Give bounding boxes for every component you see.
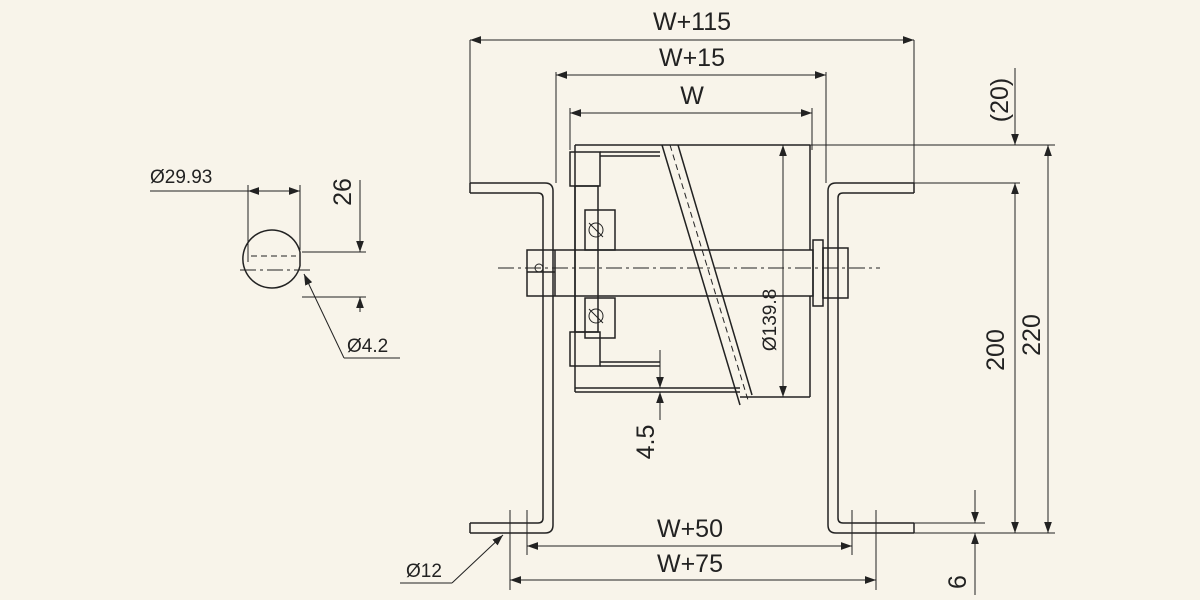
- dim-label-4-5: 4.5: [632, 425, 660, 460]
- dim-label-dia-4-2: Ø4.2: [347, 336, 388, 357]
- dimension-labels: W+115 W+15 W W+50 W+75 (20) 200 220 6 4.…: [150, 8, 1046, 589]
- dim-label-w-plus-75: W+75: [657, 550, 723, 578]
- dim-label-dia-139-8: Ø139.8: [760, 289, 781, 351]
- dim-label-w-plus-115: W+115: [653, 8, 731, 36]
- roller-assembly: [469, 144, 915, 534]
- dim-label-20: (20): [986, 78, 1014, 122]
- dim-label-6: 6: [944, 575, 972, 589]
- dimension-lines: [400, 36, 1055, 595]
- dim-label-w-plus-50: W+50: [657, 515, 723, 543]
- dim-label-dia-29-93: Ø29.93: [150, 167, 212, 188]
- dim-label-220: 220: [1018, 314, 1046, 356]
- dim-label-w: W: [680, 82, 704, 110]
- dim-label-dia-12: Ø12: [406, 561, 442, 582]
- dim-label-26: 26: [329, 178, 357, 206]
- dim-label-w-plus-15: W+15: [659, 44, 725, 72]
- shaft-end-detail: [150, 180, 400, 359]
- dim-label-200: 200: [982, 329, 1010, 371]
